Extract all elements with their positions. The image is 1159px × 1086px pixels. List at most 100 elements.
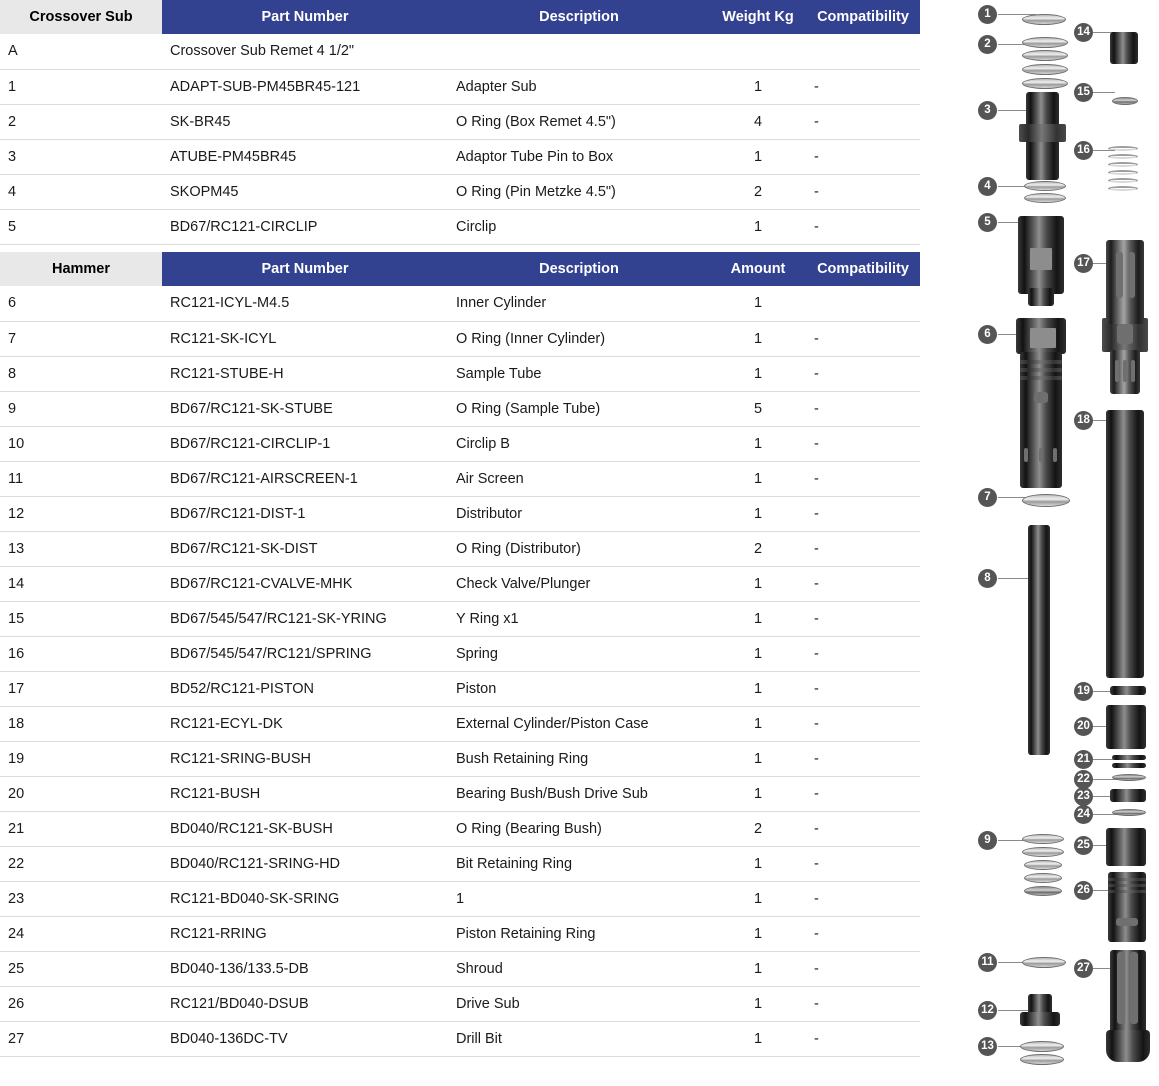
cell-item-number: 6 xyxy=(0,286,162,322)
cell-part-number: BD67/RC121-CVALVE-MHK xyxy=(162,566,448,602)
cell-amount: 1 xyxy=(710,566,806,602)
part-art-9-o-ring-a xyxy=(1022,834,1064,844)
callout-1-o-ring-box-remet[interactable]: 1 xyxy=(978,5,997,24)
cell-item-number: 17 xyxy=(0,671,162,707)
cell-description: Air Screen xyxy=(448,461,710,497)
cell-compatibility: - xyxy=(806,916,920,952)
cell-description: O Ring (Distributor) xyxy=(448,531,710,567)
callout-23-sk-sring[interactable]: 23 xyxy=(1074,787,1093,806)
callout-22-bit-retaining-ring[interactable]: 22 xyxy=(1074,770,1093,789)
cell-part-number: Crossover Sub Remet 4 1/2" xyxy=(162,34,448,70)
part-art-27-flute-b xyxy=(1130,952,1138,1024)
callout-5-circlip-body[interactable]: 5 xyxy=(978,213,997,232)
callout-15-y-ring[interactable]: 15 xyxy=(1074,83,1093,102)
callout-8-sample-tube[interactable]: 8 xyxy=(978,569,997,588)
cell-item-number: 24 xyxy=(0,916,162,952)
part-art-18-external-cylinder xyxy=(1106,410,1144,678)
part-art-2-o-ring-c xyxy=(1022,64,1068,75)
callout-20-bearing-bush[interactable]: 20 xyxy=(1074,717,1093,736)
callout-14-check-valve-plunger[interactable]: 14 xyxy=(1074,23,1093,42)
part-art-13-o-ring-b xyxy=(1020,1054,1064,1065)
part-art-27-flute-a xyxy=(1117,952,1125,1024)
part-art-6-rib-a xyxy=(1020,360,1062,364)
spring-coil xyxy=(1108,146,1138,151)
part-art-1-o-ring xyxy=(1022,14,1066,25)
callout-19-bush-retaining-ring[interactable]: 19 xyxy=(1074,682,1093,701)
callout-11-air-screen[interactable]: 11 xyxy=(978,953,997,972)
part-art-9-o-ring-d xyxy=(1024,873,1062,883)
callout-26-drive-sub[interactable]: 26 xyxy=(1074,881,1093,900)
column-header-description: Description xyxy=(448,0,710,34)
callout-9-o-ring-stack-sample-tube[interactable]: 9 xyxy=(978,831,997,850)
cell-part-number: RC121-SRING-BUSH xyxy=(162,741,448,777)
cell-description: Adaptor Tube Pin to Box xyxy=(448,139,710,175)
leader-line-22 xyxy=(1093,779,1119,780)
cell-amount: 1 xyxy=(710,426,806,462)
callout-2-o-ring-stack-box-remet[interactable]: 2 xyxy=(978,35,997,54)
callout-7-o-ring-inner-cylinder[interactable]: 7 xyxy=(978,488,997,507)
cell-part-number: RC121-STUBE-H xyxy=(162,356,448,392)
cell-part-number: RC121-BD040-SK-SRING xyxy=(162,881,448,917)
callout-13-o-ring-distributor[interactable]: 13 xyxy=(978,1037,997,1056)
callout-3-adaptor-tube-pin-to-box[interactable]: 3 xyxy=(978,101,997,120)
column-header-amount: Amount xyxy=(710,252,806,286)
callout-27-drill-bit[interactable]: 27 xyxy=(1074,959,1093,978)
leader-line-4 xyxy=(998,186,1036,187)
part-art-22-bit-retaining-ring xyxy=(1112,774,1146,781)
callout-18-external-cylinder[interactable]: 18 xyxy=(1074,411,1093,430)
cell-amount xyxy=(710,34,806,70)
cell-amount: 1 xyxy=(710,601,806,637)
part-art-6-port xyxy=(1034,392,1048,403)
cell-part-number: RC121-BUSH xyxy=(162,776,448,812)
cell-amount: 1 xyxy=(710,496,806,532)
callout-6-inner-cylinder[interactable]: 6 xyxy=(978,325,997,344)
callout-21-o-ring-bearing-bush[interactable]: 21 xyxy=(1074,750,1093,769)
cell-item-number: 22 xyxy=(0,846,162,882)
callout-4-o-ring-pin-metzke[interactable]: 4 xyxy=(978,177,997,196)
cell-description: O Ring (Bearing Bush) xyxy=(448,811,710,847)
cell-compatibility: - xyxy=(806,104,920,140)
callout-25-shroud[interactable]: 25 xyxy=(1074,836,1093,855)
leader-line-14 xyxy=(1093,32,1115,33)
cell-compatibility: - xyxy=(806,391,920,427)
callout-12-distributor[interactable]: 12 xyxy=(978,1001,997,1020)
cell-amount: 1 xyxy=(710,636,806,672)
callout-24-piston-retaining-ring[interactable]: 24 xyxy=(1074,805,1093,824)
cell-item-number: 5 xyxy=(0,209,162,245)
callout-16-spring[interactable]: 16 xyxy=(1074,141,1093,160)
cell-amount: 5 xyxy=(710,391,806,427)
part-art-2-o-ring-a xyxy=(1022,37,1068,48)
cell-item-number: 16 xyxy=(0,636,162,672)
part-art-21-o-ring-a xyxy=(1112,755,1146,760)
callout-17-piston[interactable]: 17 xyxy=(1074,254,1093,273)
